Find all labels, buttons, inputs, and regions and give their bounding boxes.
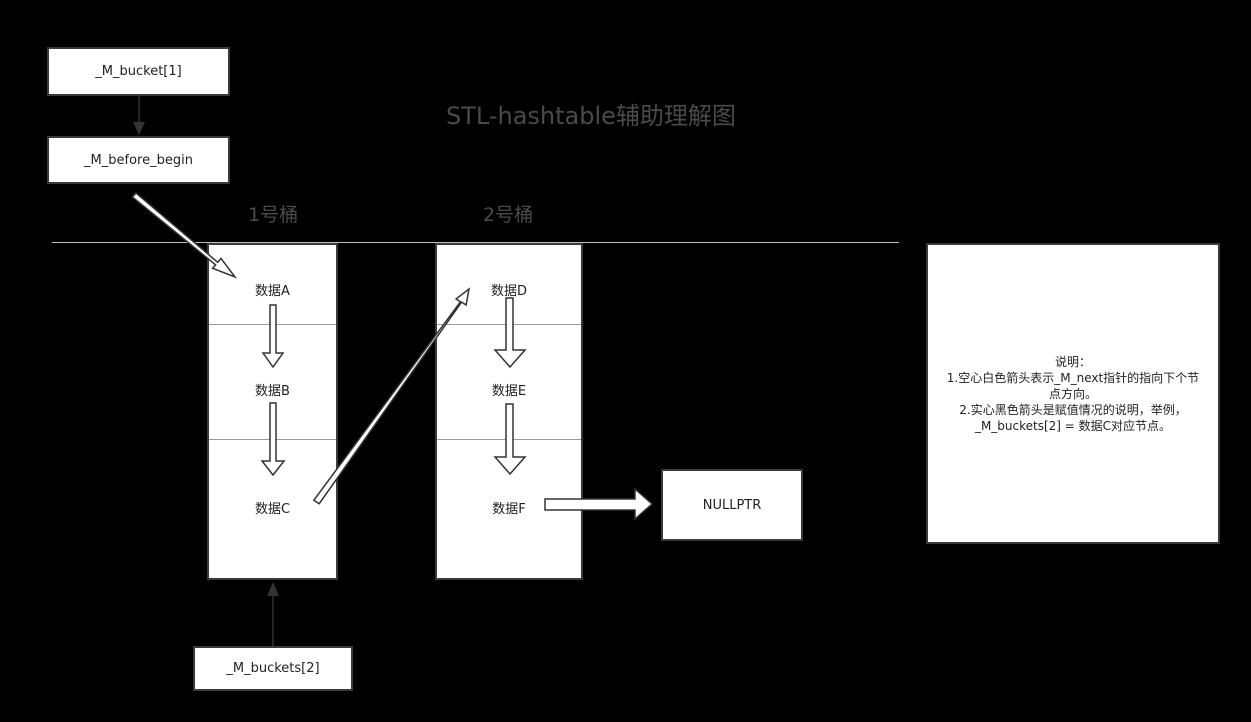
assign-arrow-buckets2-to-node-c [267, 582, 279, 646]
node-e: 数据E [491, 384, 527, 399]
next-arrow-b-to-c [260, 402, 286, 477]
diagram-title: STL-hashtable辅助理解图 [446, 102, 736, 130]
next-arrow-a-to-b [261, 304, 285, 369]
note-line-2: 1.空心白色箭头表示_M_next指针的指向下个节 [946, 370, 1200, 385]
m-bucket-1-box: _M_bucket[1] [47, 47, 230, 96]
bucket-baseline [52, 242, 899, 243]
m-bucket-1-label: _M_bucket[1] [95, 64, 182, 79]
next-arrow-d-to-e [493, 297, 527, 369]
next-arrow-e-to-f [493, 403, 527, 476]
note-line-3: 点方向。 [1048, 386, 1097, 401]
m-before-begin-label: _M_before_begin [84, 152, 193, 168]
m-buckets-2-box: _M_buckets[2] [193, 646, 353, 691]
node-f: 数据F [492, 502, 526, 517]
bucket-1-label: 1号桶 [248, 204, 299, 226]
note-line-5: _M_buckets[2] = 数据C对应节点。 [974, 418, 1172, 433]
bucket-2-label: 2号桶 [483, 204, 534, 226]
nullptr-box: NULLPTR [661, 469, 803, 541]
nullptr-label: NULLPTR [702, 497, 762, 513]
legend-note: 说明： 1.空心白色箭头表示_M_next指针的指向下个节 点方向。 2.实心黑… [926, 243, 1220, 544]
next-arrow-before-begin-to-a [131, 191, 238, 279]
m-before-begin-box: _M_before_begin [47, 136, 230, 184]
note-line-4: 2.实心黑色箭头是赋值情况的说明，举例， [959, 402, 1187, 417]
node-d: 数据D [490, 284, 527, 299]
assign-arrow-bucket1-to-before-begin [133, 96, 145, 135]
node-b: 数据B [255, 384, 290, 399]
next-arrow-c-to-d [312, 287, 471, 505]
next-arrow-f-to-nullptr [544, 487, 654, 521]
node-a: 数据A [255, 284, 290, 299]
note-line-1: 说明： [1054, 354, 1091, 369]
node-c: 数据C [254, 502, 291, 517]
m-buckets-2-label: _M_buckets[2] [226, 661, 320, 676]
